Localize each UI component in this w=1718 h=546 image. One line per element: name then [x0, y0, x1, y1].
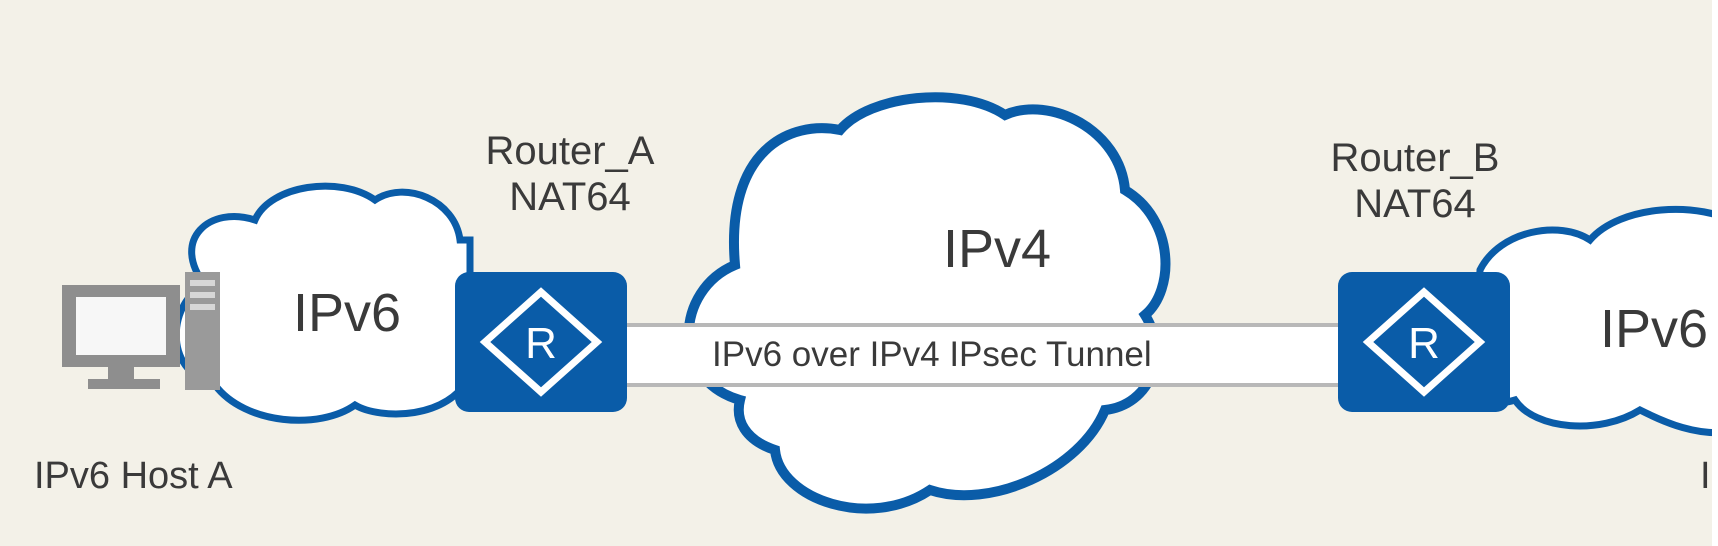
router-a-role: NAT64 [509, 175, 631, 219]
router-a-label: Router_A NAT64 [470, 128, 670, 220]
tunnel-label: IPv6 over IPv4 IPsec Tunnel [712, 335, 1152, 374]
router-a-name: Router_A [485, 129, 655, 173]
right-edge [1712, 0, 1718, 546]
router-b-label: Router_B NAT64 [1315, 135, 1515, 227]
router-a-icon: R [455, 272, 627, 412]
router-b-role: NAT64 [1354, 182, 1476, 226]
ipsec-tunnel [620, 323, 1340, 387]
router-b-icon: R [1338, 272, 1510, 412]
router-b-name: Router_B [1330, 136, 1500, 180]
host-b-label: I [1700, 455, 1711, 497]
svg-text:R: R [525, 319, 557, 368]
cloud-right-label: IPv6 [1600, 299, 1709, 359]
ipv6-cloud-right [1467, 205, 1718, 437]
cloud-center-label: IPv4 [943, 219, 1052, 279]
computer-icon [62, 272, 220, 390]
host-a-label: IPv6 Host A [34, 455, 233, 497]
cloud-left-label: IPv6 [293, 283, 402, 343]
svg-text:R: R [1408, 319, 1440, 368]
ipv4-cloud-center [683, 92, 1171, 514]
